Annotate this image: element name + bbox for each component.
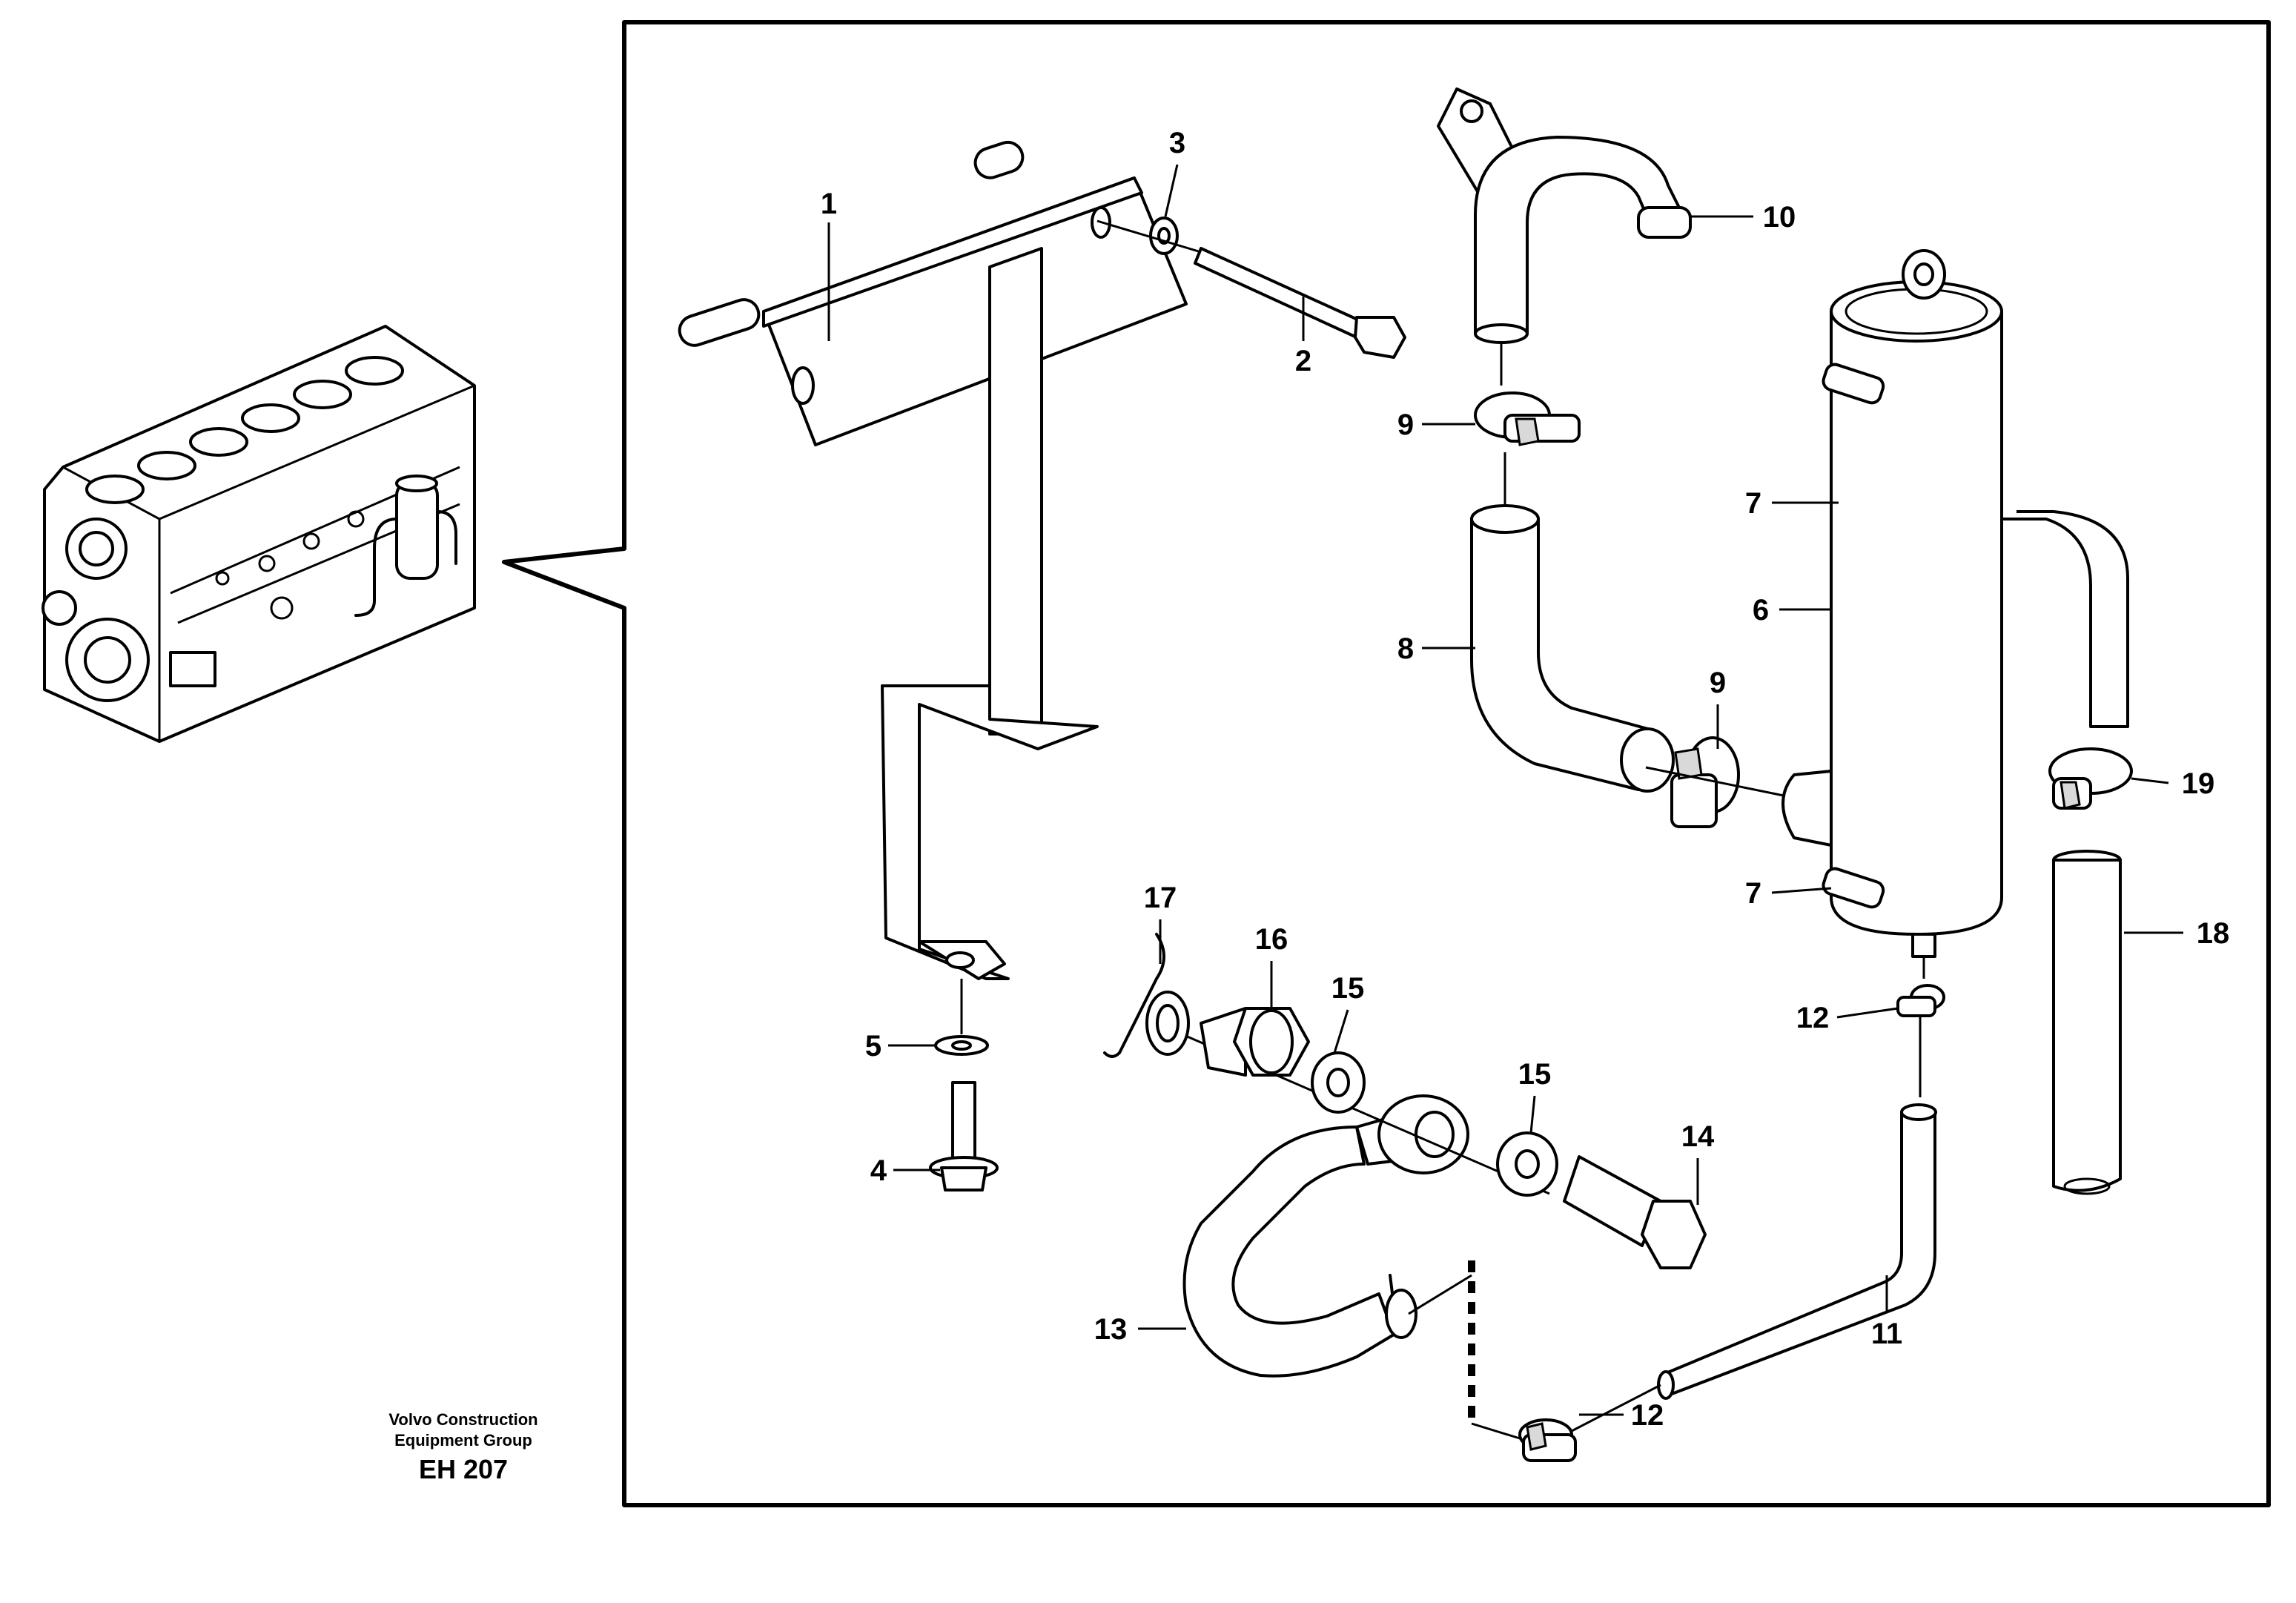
- oil-separator: [1781, 249, 2129, 958]
- bolt-and-washer: [1096, 217, 1406, 359]
- callout-4: 4: [870, 1154, 887, 1187]
- hose-clamp-middle: [1645, 736, 1810, 828]
- callout-7-bottom: 7: [1745, 877, 1761, 910]
- callout-17: 17: [1144, 882, 1177, 914]
- callout-11: 11: [1871, 1318, 1902, 1350]
- footer-drawing-code: EH 207: [419, 1454, 508, 1484]
- upper-hose: [1437, 87, 1692, 386]
- callout-15-right: 15: [1518, 1058, 1552, 1091]
- callout-labels: 1 2 3 4 5 6 7 7 8 9 9 10 11 12 12 13 14 …: [821, 127, 2229, 1432]
- hose-clamp-upper: [1474, 391, 1581, 504]
- callout-5: 5: [865, 1030, 881, 1062]
- lower-clamp: [1468, 1260, 1577, 1462]
- callout-16: 16: [1255, 923, 1288, 956]
- callout-8: 8: [1397, 632, 1414, 665]
- callout-14: 14: [1681, 1120, 1715, 1153]
- callout-15-left: 15: [1331, 972, 1365, 1005]
- footer-company-line1: Volvo Construction: [388, 1410, 537, 1429]
- bracket: [678, 140, 1188, 980]
- callout-18: 18: [2197, 917, 2230, 950]
- callout-12-bottom: 12: [1631, 1399, 1664, 1432]
- lower-hose: [1470, 504, 1675, 793]
- callout-3: 3: [1169, 127, 1185, 159]
- banjo-tube: [1182, 1094, 1472, 1378]
- screw-and-washer: [929, 979, 999, 1191]
- callout-9-middle: 9: [1710, 667, 1726, 699]
- callout-13: 13: [1094, 1313, 1128, 1346]
- engine-block-thumbnail: [42, 325, 476, 743]
- callout-1: 1: [821, 188, 837, 220]
- callout-19: 19: [2182, 767, 2215, 800]
- banjo-bolt-stack: [1103, 933, 1707, 1269]
- detail-frame: [502, 20, 2271, 1507]
- footer-company-line2: Equipment Group: [394, 1431, 532, 1450]
- callout-7-top: 7: [1745, 487, 1761, 520]
- callout-10: 10: [1763, 201, 1796, 234]
- drain-tube: [1571, 956, 1945, 1432]
- callout-9-top: 9: [1397, 409, 1414, 441]
- callout-12-top: 12: [1796, 1002, 1830, 1034]
- leader-lines: [827, 164, 2183, 1416]
- footer: Volvo Construction Equipment Group EH 20…: [388, 1410, 537, 1484]
- callout-6: 6: [1753, 594, 1769, 627]
- callout-2: 2: [1295, 345, 1311, 377]
- right-hose-and-clamp: [2048, 747, 2133, 1195]
